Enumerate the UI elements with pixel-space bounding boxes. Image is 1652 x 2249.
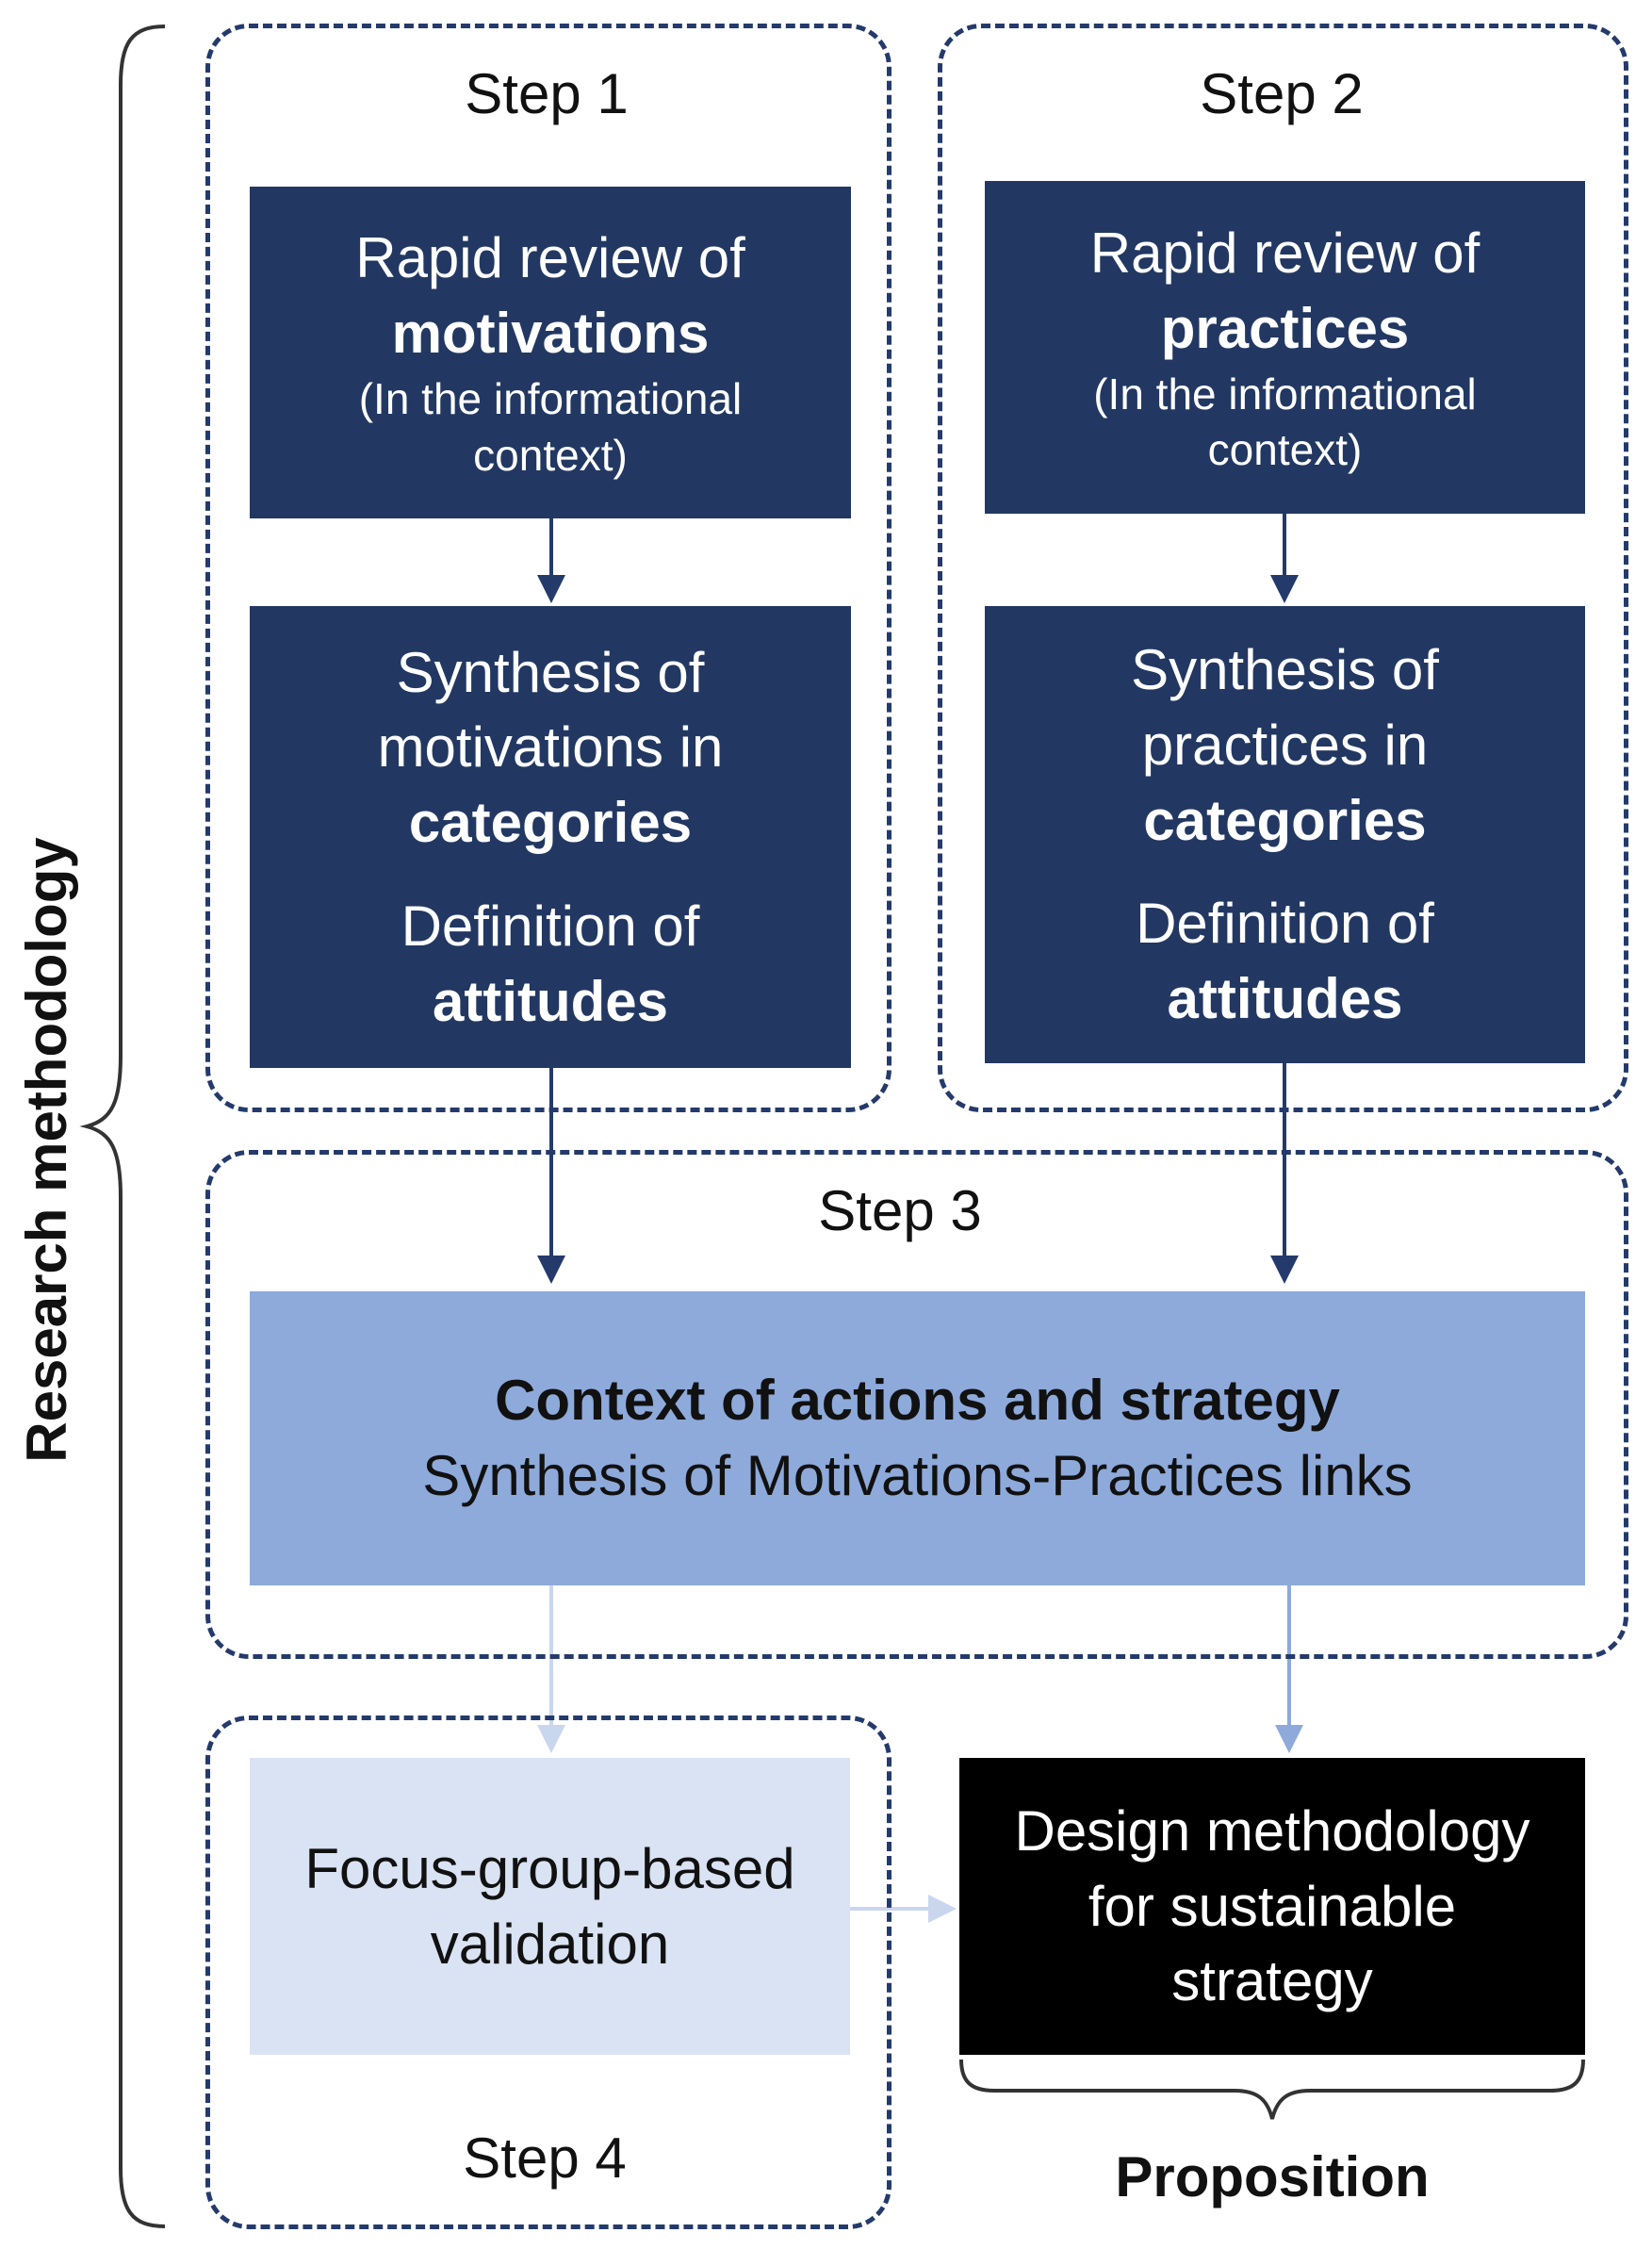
proposition-brace (959, 2059, 1585, 2120)
step1-synthesis-bold: categories (408, 791, 693, 855)
context-box: Context of actions and strategy Synthesi… (250, 1291, 1585, 1585)
arrowhead-step1-review (537, 575, 565, 603)
step2-review-line: Rapid review of (1089, 221, 1480, 285)
step1-synthesis-line: Synthesis of motivations in (377, 640, 724, 780)
step3-label: Step 3 (818, 1179, 982, 1242)
step2-synthesis-line: Synthesis of practices in (1131, 638, 1439, 777)
step2-definition-bold: attitudes (1167, 967, 1403, 1031)
step2-synthesis-box: Synthesis of practices in categories Def… (985, 606, 1585, 1063)
arrowhead-context-validation (537, 1725, 565, 1753)
research-methodology-brace (79, 25, 166, 2228)
research-methodology-label: Research methodology (15, 837, 78, 1463)
step2-review-small: (In the informational context) (1093, 369, 1477, 475)
step1-review-bold: motivations (391, 302, 710, 366)
step2-review-bold: practices (1160, 296, 1410, 360)
validation-box: Focus-group-based validation (250, 1758, 850, 2055)
step2-synthesis-bold: categories (1143, 788, 1427, 852)
proposition-label: Proposition (1115, 2145, 1430, 2208)
step1-review-box: Rapid review of motivations (In the info… (250, 187, 851, 518)
step1-label: Step 1 (465, 62, 629, 125)
step1-review-line: Rapid review of (355, 226, 745, 290)
arrowhead-step2-review (1270, 575, 1299, 603)
arrowhead-context-design (1275, 1725, 1303, 1753)
arrowhead-step1-context (537, 1256, 565, 1284)
context-box-title: Context of actions and strategy (495, 1369, 1340, 1433)
design-box-text: Design methodology for sustainable strat… (1014, 1798, 1530, 2013)
step1-container (205, 24, 891, 1112)
step1-definition-line: Definition of (401, 894, 700, 958)
arrowhead-step2-context (1270, 1256, 1299, 1284)
step4-container (205, 1715, 891, 2229)
step2-review-box: Rapid review of practices (In the inform… (985, 181, 1585, 514)
context-box-subtitle: Synthesis of Motivations-Practices links (422, 1444, 1413, 1507)
step2-label: Step 2 (1200, 62, 1364, 125)
step3-container (205, 1150, 1628, 1659)
step1-synthesis-box: Synthesis of motivations in categories D… (250, 606, 851, 1068)
step2-container (938, 24, 1628, 1112)
design-box: Design methodology for sustainable strat… (959, 1758, 1585, 2055)
arrowhead-validation-design (928, 1895, 957, 1923)
step1-review-small: (In the informational context) (358, 374, 743, 480)
step2-definition-line: Definition of (1136, 892, 1434, 956)
validation-box-text: Focus-group-based validation (304, 1836, 795, 1976)
step1-definition-bold: attitudes (432, 969, 669, 1033)
step4-label: Step 4 (463, 2126, 627, 2190)
